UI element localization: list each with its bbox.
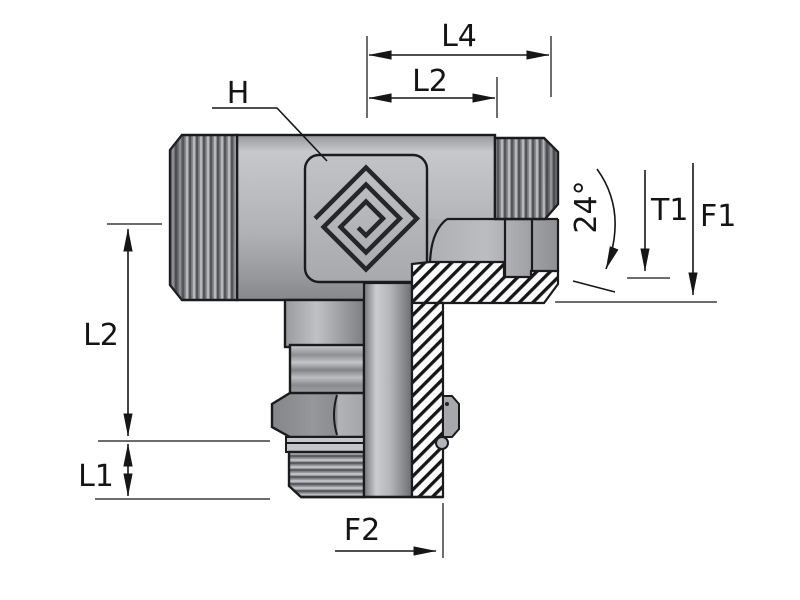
dim-l2-top — [368, 77, 498, 118]
label-l1: L1 — [78, 459, 114, 494]
dim-cone-angle — [572, 168, 619, 293]
cone-fillet-curve — [428, 218, 448, 264]
dim-f2 — [335, 503, 444, 558]
label-cone-angle: 24° — [569, 180, 604, 233]
washer-lower — [285, 442, 365, 453]
label-l2-top: L2 — [412, 64, 448, 99]
brand-spiral-logo-icon — [313, 164, 421, 273]
stub-thread-dot — [445, 402, 449, 406]
dim-l4 — [366, 36, 552, 118]
right-thread-chamfer — [544, 138, 558, 219]
section-hatch-branch-wall — [410, 301, 445, 499]
angle-reference-line — [572, 280, 616, 293]
branch-neck — [283, 298, 366, 349]
dim-f1 — [555, 163, 717, 303]
label-h: H — [227, 76, 250, 111]
h-leader-line — [212, 107, 328, 162]
dim-l1 — [95, 440, 270, 500]
center-square-boss — [303, 153, 429, 284]
label-f2: F2 — [344, 513, 380, 548]
right-male-thread — [493, 136, 560, 221]
section-hatch-band — [410, 260, 560, 305]
dim-t1 — [627, 170, 670, 279]
label-t1: T1 — [650, 193, 688, 228]
left-male-thread — [168, 133, 239, 302]
washer-section-dot — [435, 436, 449, 450]
dimension-labels: L4 L2 H 24° T1 F1 L2 L1 F2 — [78, 19, 736, 548]
label-l2-left: L2 — [83, 318, 119, 353]
label-f1: F1 — [700, 199, 736, 234]
dim-l2-left — [107, 223, 162, 437]
hex-nut-section-stub — [442, 395, 460, 438]
left-thread-chamfer — [170, 135, 182, 300]
branch-barrel — [288, 343, 366, 397]
bore-section-wall — [362, 281, 414, 499]
dimension-annotations — [95, 36, 717, 558]
angle-arc-arrow — [596, 168, 619, 270]
hex-facet-edge — [333, 394, 338, 436]
stud-male-thread — [287, 450, 366, 499]
hex-nut — [270, 391, 366, 439]
fitting-body — [168, 133, 560, 499]
label-l4: L4 — [441, 19, 477, 54]
